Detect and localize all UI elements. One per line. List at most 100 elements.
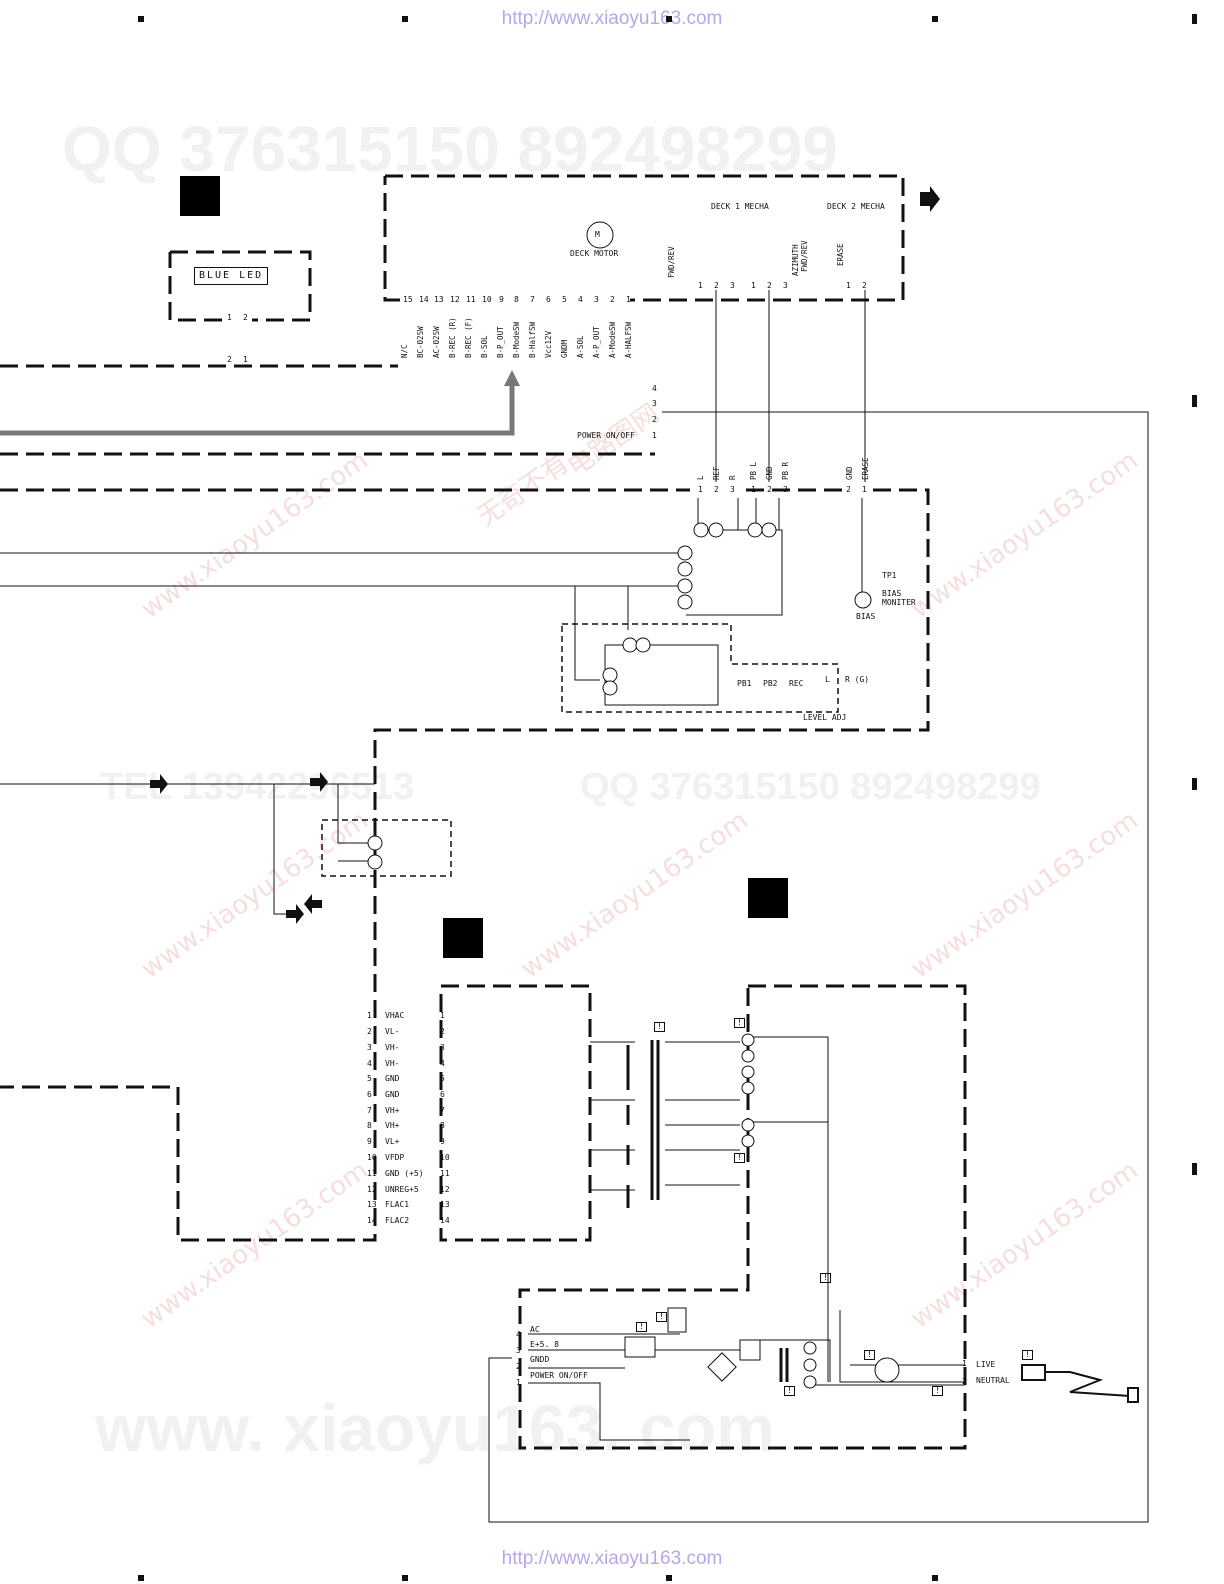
bus-mate-pin: 1 [440, 1011, 445, 1020]
deck-conn-pin: 11 [466, 295, 476, 304]
warning-icon: ! [864, 1350, 875, 1360]
bus-mate-pin: 5 [440, 1074, 445, 1083]
bias-monitor-label-2: MONITER [882, 598, 916, 607]
head-signal-label: GND [765, 466, 774, 480]
jack [677, 561, 693, 577]
deck-conn-pin: 7 [530, 295, 535, 304]
deck-conn-pin: 5 [562, 295, 567, 304]
deck-motor-symbol [586, 221, 614, 249]
bus-mate-pin: 3 [440, 1043, 445, 1052]
head-signal-label: GND [845, 466, 854, 480]
deck-conn-pin: 2 [610, 295, 615, 304]
deck-conn-pin: 13 [434, 295, 444, 304]
bus-mate-pin: 2 [440, 1027, 445, 1036]
head-pin: 2 [767, 485, 772, 494]
warning-icon: ! [654, 1022, 665, 1032]
jack [367, 854, 383, 870]
warning-icon: ! [636, 1322, 647, 1332]
deck-pin: 2 [862, 281, 867, 290]
transformer-box [518, 984, 967, 1450]
deck-motor-symbol-label: M [595, 230, 600, 239]
bus-signal-label: FLAC2 [385, 1216, 410, 1225]
bus-arrowhead [504, 370, 520, 386]
bus-pin: 2 [367, 1027, 372, 1036]
deck-conn-pin: 3 [594, 295, 599, 304]
bus-signal-label: VHAC [385, 1011, 405, 1020]
bus-mate-pin: 8 [440, 1121, 445, 1130]
jack [602, 667, 618, 683]
warning-icon: ! [656, 1312, 667, 1322]
footer-url[interactable]: http://www.xiaoyu163.com [501, 1548, 723, 1569]
arrow-right-3 [310, 772, 328, 792]
ac-live-label: LIVE [976, 1360, 996, 1369]
reg-mark [138, 16, 144, 22]
bus-pin: 7 [367, 1106, 372, 1115]
head-pin: 2 [846, 485, 851, 494]
jack [693, 522, 709, 538]
jack [602, 680, 618, 696]
bridge-rectifier [707, 1352, 737, 1382]
deck-signal-label: A-HALFSW [624, 321, 633, 358]
bus-pin: 5 [367, 1074, 372, 1083]
bus-pin: 11 [367, 1169, 377, 1178]
fwd-rev-label: FWD/REV [667, 246, 676, 278]
bus-mate-pin: 11 [440, 1169, 450, 1178]
jack [741, 1118, 755, 1132]
internal-wires [686, 498, 783, 616]
led-box [168, 250, 312, 322]
arrow-left-1 [304, 894, 322, 914]
bus-pin: 4 [367, 1059, 372, 1068]
power-conn-label: GNDD [530, 1355, 550, 1364]
deck-signal-label: N/C [400, 344, 409, 358]
bus-mate-pin: 12 [440, 1185, 450, 1194]
bus-signal-label: UNREG+5 [385, 1185, 419, 1194]
reg-mark [402, 1575, 408, 1581]
signal-lines [0, 552, 685, 785]
head-signal-label: L [696, 475, 705, 480]
bias-generator-label: BIAS [856, 612, 876, 621]
bus-signal-label: FLAC1 [385, 1200, 410, 1209]
deck-pin: 2 [714, 281, 719, 290]
warning-icon: ! [1022, 1350, 1033, 1360]
head-pin: 2 [714, 485, 719, 494]
deck-conn-pin: 15 [403, 295, 413, 304]
deck-signal-label: GNDM [560, 339, 569, 358]
reg-mark [402, 16, 408, 22]
deck-signal-label: B-ModeSW [512, 321, 521, 358]
reg-mark [1192, 778, 1197, 790]
bus-mate-pin: 10 [440, 1153, 450, 1162]
jack [741, 1049, 755, 1063]
warning-icon: ! [820, 1273, 831, 1283]
level-rec-label: REC [789, 679, 804, 688]
bus-signal-label: GND [385, 1090, 400, 1099]
bus-signal-label: VFDP [385, 1153, 405, 1162]
level-l-label: L [825, 675, 830, 684]
led-pin: 2 [243, 313, 248, 322]
power-switch-pin: 4 [652, 384, 657, 393]
head-wires [715, 290, 866, 482]
deck-conn-pin: 1 [626, 295, 631, 304]
azimuth-fwd-rev-label: FWD/REV [800, 240, 809, 272]
power-switch-label: POWER ON/OFF [577, 431, 635, 440]
jack [367, 835, 383, 851]
deck-conn-pin: 14 [419, 295, 429, 304]
bus-mate-pin: 6 [440, 1090, 445, 1099]
led-pin: 1 [227, 313, 232, 322]
header-url[interactable]: http://www.xiaoyu163.com [501, 8, 723, 29]
deck-conn-pin: 12 [450, 295, 460, 304]
reg-mark [932, 1575, 938, 1581]
relay [667, 1307, 687, 1333]
bus-mate-pin: 13 [440, 1200, 450, 1209]
level-adj-box [561, 623, 839, 713]
deck-signal-label: B-REC (F) [464, 317, 473, 358]
deck-conn-pin: 9 [499, 295, 504, 304]
deck1-label: DECK 1 MECHA [711, 202, 769, 211]
bus-signal-label: VL+ [385, 1137, 400, 1146]
bus-mate-pin: 9 [440, 1137, 445, 1146]
bias-generator [854, 591, 872, 609]
jack [741, 1134, 755, 1148]
jack [741, 1081, 755, 1095]
bus-pin: 1 [367, 1011, 372, 1020]
tp1-label: TP1 [882, 571, 897, 580]
